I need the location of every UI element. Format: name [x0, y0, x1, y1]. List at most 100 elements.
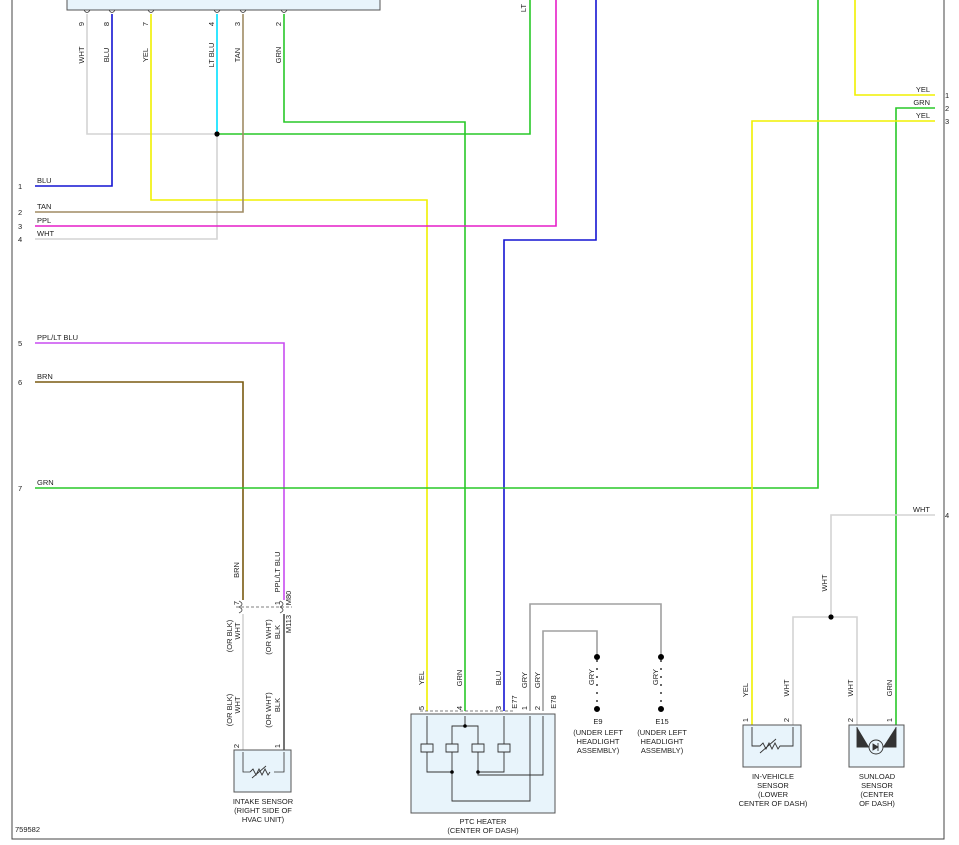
wire-grn-splice — [217, 0, 531, 135]
wire-yel-ptc5 — [150, 14, 428, 711]
ground-caption-E15: HEADLIGHT — [641, 737, 684, 746]
ptc-pin-4: 4 — [455, 706, 464, 710]
sunload-pin-2: 2 — [846, 718, 855, 722]
top-wire-label-7: YEL — [141, 48, 150, 62]
wire-blu-left1 — [35, 14, 113, 187]
intake-sensor-caption: (RIGHT SIDE OF — [234, 806, 292, 815]
splice-point-right — [828, 614, 834, 620]
wire-brn-left6 — [35, 381, 244, 600]
sunload-pin1-wire: GRN — [885, 680, 894, 697]
top-wire-label-3: TAN — [233, 48, 242, 62]
left-wire-label-1: BLU — [37, 176, 52, 185]
ptc-wire-label-2: GRY — [533, 672, 542, 688]
intake-thermistor-symbol — [249, 765, 271, 779]
left-pin-2: 2 — [18, 208, 22, 217]
intake-sensor-caption: INTAKE SENSOR — [233, 797, 294, 806]
right-wire-label-4: WHT — [913, 505, 930, 514]
wire-wht-splice-invehicle — [792, 616, 831, 725]
right-wire-label-2: GRN — [913, 98, 930, 107]
wire-wht-pin9 — [86, 14, 217, 135]
intake-conn-right-alt: (OR WHT) — [264, 619, 273, 655]
ptc-conn-a: E77 — [510, 695, 519, 708]
ptc-wire-label-4: GRN — [455, 670, 464, 687]
ptc-pin-1: 1 — [520, 706, 529, 710]
sunload-internal-wire — [856, 727, 897, 751]
top-wire-label-4: LT BLU — [207, 43, 216, 68]
sunload-caption: (CENTER — [860, 790, 894, 799]
top-pin-9: 9 — [77, 22, 86, 26]
ground-caption-E9: ASSEMBLY) — [577, 746, 620, 755]
top-wire-label-9: WHT — [77, 46, 86, 63]
wire-yel-right1 — [854, 0, 935, 96]
in-vehicle-pin-1: 1 — [741, 718, 750, 722]
left-wire-label-2: TAN — [37, 202, 51, 211]
right-pin-1: 1 — [945, 91, 949, 100]
intake-sensor-caption: HVAC UNIT) — [242, 815, 285, 824]
in-vehicle-pin2-wire: WHT — [782, 679, 791, 696]
left-wire-label-7: GRN — [37, 478, 54, 487]
right-pin-4: 4 — [945, 511, 949, 520]
splice-wire-label: WHT — [820, 574, 829, 591]
sunload-pin2-wire: WHT — [846, 679, 855, 696]
ptc-wire-label-3: BLU — [494, 671, 503, 686]
intake-sensor-box — [233, 749, 292, 793]
ground-caption-E15: ASSEMBLY) — [641, 746, 684, 755]
ground-caption-E9: HEADLIGHT — [577, 737, 620, 746]
intake-internal-wire — [242, 752, 285, 773]
wire-grn-left7 — [35, 0, 819, 489]
top-module-box — [66, 0, 381, 11]
intake-pin-1: 1 — [273, 744, 282, 748]
left-pin-3: 3 — [18, 222, 22, 231]
ground-caption-E9: (UNDER LEFT — [573, 728, 623, 737]
ptc-heater-caption: (CENTER OF DASH) — [447, 826, 519, 835]
intake-connector-marks — [238, 600, 284, 614]
right-pin-2: 2 — [945, 104, 949, 113]
wire-ppl-left3 — [35, 0, 557, 227]
right-wire-label-3: YEL — [916, 111, 930, 120]
ptc-pin-2: 2 — [533, 706, 542, 710]
sunload-caption: SENSOR — [861, 781, 893, 790]
intake-pin-2: 2 — [232, 744, 241, 748]
top-module-pins — [83, 9, 288, 13]
intake-pin1-wire: BLK — [273, 698, 282, 712]
ptc-wire-label-1: GRY — [520, 672, 529, 688]
left-pin-6: 6 — [18, 378, 22, 387]
diagram-frame — [11, 0, 945, 840]
wire-grn-ptc4 — [283, 14, 466, 711]
ptc-node-2 — [450, 770, 454, 774]
ground-symbols — [593, 653, 664, 712]
wire-gry-ptc2 — [542, 630, 598, 711]
ground-wire-E15: GRY — [651, 669, 660, 685]
in-vehicle-pin-2: 2 — [782, 718, 791, 722]
wire-grn-right2 — [895, 107, 935, 725]
in-vehicle-caption: SENSOR — [757, 781, 789, 790]
ground-id-E9: E9 — [593, 717, 602, 726]
intake-conn-left-wire: WHT — [233, 622, 242, 639]
left-wire-label-5: PPL/LT BLU — [37, 333, 78, 342]
ptc-heater-box — [410, 713, 556, 814]
in-vehicle-thermistor-symbol — [751, 727, 794, 754]
in-vehicle-caption: IN-VEHICLE — [752, 772, 794, 781]
right-wire-label-1: YEL — [916, 85, 930, 94]
wire-ppl-ltblu-left5 — [35, 342, 285, 600]
wire-tan-left2 — [35, 14, 244, 213]
top-pin-7: 7 — [141, 22, 150, 26]
wire-yel-right3 — [751, 120, 935, 725]
intake-conn-bottom: M113 — [284, 615, 293, 633]
intake-upper-left-wire: BRN — [232, 562, 241, 578]
ptc-pin-5: 5 — [417, 706, 426, 710]
top-wire-label-2: GRN — [274, 47, 283, 64]
intake-conn-top: M80 — [284, 591, 293, 606]
left-pin-1: 1 — [18, 182, 22, 191]
wire-wht-left4 — [35, 134, 218, 240]
sunload-caption: OF DASH) — [859, 799, 895, 808]
left-pin-4: 4 — [18, 235, 22, 244]
intake-pin-7: 7 — [232, 601, 241, 605]
ptc-wire-label-5: YEL — [417, 671, 426, 685]
intake-conn-right-wire: BLK — [273, 625, 282, 639]
sunload-pin-1: 1 — [885, 718, 894, 722]
wire-wht-right4 — [830, 514, 935, 617]
top-partial-label: LT — [519, 3, 528, 12]
ground-id-E15: E15 — [655, 717, 668, 726]
